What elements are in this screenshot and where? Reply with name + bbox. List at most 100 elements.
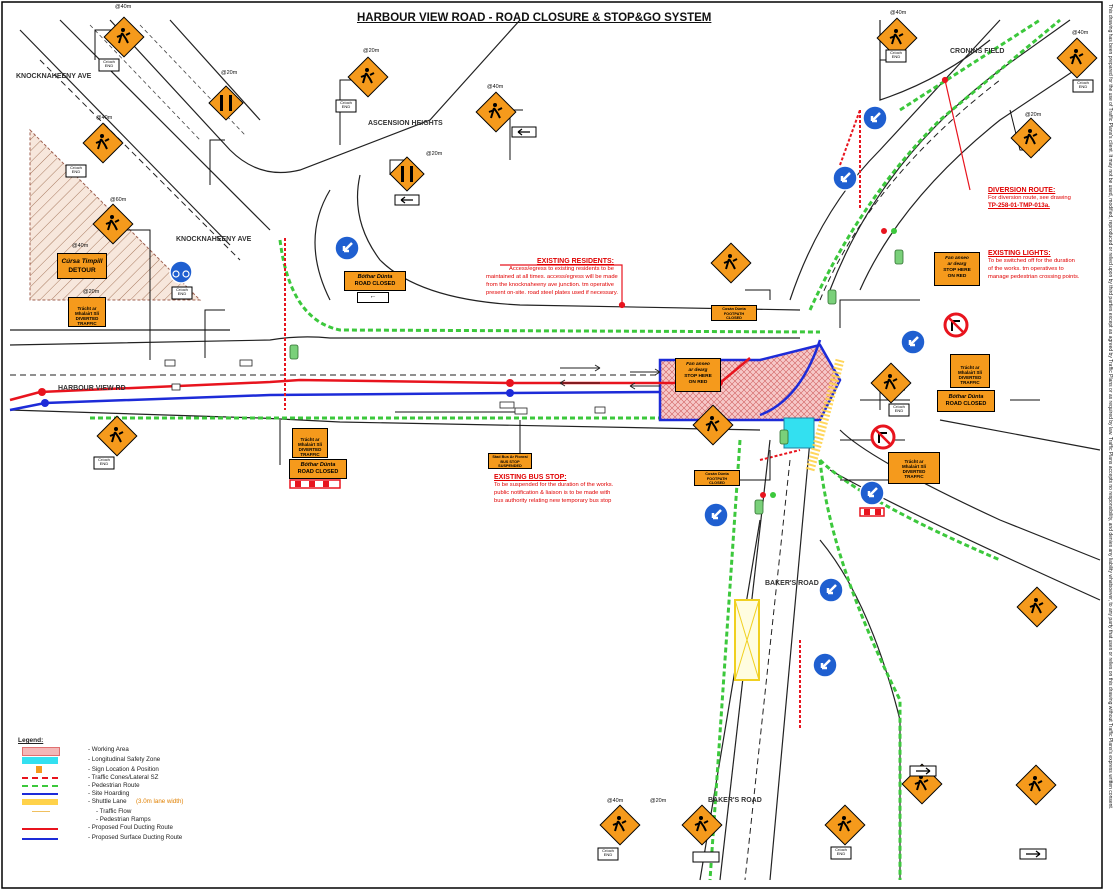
diverted-irish-2: Mhalairt Slí (957, 370, 982, 375)
end-irish: Críoch (893, 404, 905, 409)
longitudinal-safety-zone (783, 417, 815, 449)
road-label-cronins-field: CRONINS FIELD (950, 48, 1005, 55)
fan-irish-2: ar dearg (947, 262, 967, 267)
diverted-irish-1: Trácht ar (300, 437, 320, 442)
lights-line-2: of the works. tm operatives to (988, 266, 1064, 272)
legend-row-shuttle: - Shuttle Lane (3.0m lane width) (18, 798, 248, 808)
legend-row-cones: - Traffic Cones/Lateral SZ (18, 774, 248, 782)
bus-stop-label: BUS STOP (500, 459, 520, 464)
diversion-line-1: For diversion route, see drawing (988, 195, 1071, 201)
legend-title: Legend: (18, 737, 44, 744)
barrier-plates (289, 479, 885, 517)
end-irish: Críoch (340, 100, 352, 105)
end-english: END (177, 291, 187, 296)
road-label-bakers-road-1: BAKER'S ROAD (765, 580, 819, 587)
legend-label: - Traffic Cones/Lateral SZ (88, 774, 159, 781)
road-closed-sign: Bóthar Dúnta ROAD CLOSED (289, 459, 347, 479)
end-english: END (341, 104, 351, 109)
arrow-plate: ← (357, 292, 389, 303)
road-label-ascension-heights: ASCENSION HEIGHTS (368, 120, 443, 127)
existing-residents-line-4: present on-site. road steel plates used … (486, 290, 619, 296)
road-closed-english: ROAD CLOSED (354, 281, 396, 287)
distance-label: @40m (487, 84, 504, 90)
keep-left-sign (858, 479, 886, 507)
distance-label: @40m (115, 4, 132, 10)
legend-swatch-safety (22, 757, 58, 764)
road-closed-english: ROAD CLOSED (297, 469, 339, 475)
road-closed-sign: Bóthar Dúnta ROAD CLOSED (937, 390, 995, 412)
keep-left-sign (702, 501, 730, 529)
legend-label: - Working Area (88, 746, 129, 753)
diverted-traffic-sign: Trácht ar Mhalairt Slí DIVERTED TRAFFIC (888, 452, 940, 484)
footpath-irish: Cosán Dúnta (705, 472, 729, 476)
road-label-knocknaheeny-top: KNOCKNAHEENY AVE (16, 73, 92, 80)
lights-title: EXISTING LIGHTS: (988, 250, 1051, 257)
diverted-label: DIVERTED (958, 375, 982, 380)
diverted-label: DIVERTED (298, 447, 322, 452)
detour-english: DETOUR (68, 267, 96, 274)
traffic-label: TRAFFIC (960, 380, 980, 385)
end-irish: Críoch (176, 287, 188, 292)
diverted-irish-1: Trácht ar (960, 365, 980, 370)
legend-label: - Longitudinal Safety Zone (88, 756, 161, 763)
keep-left-sign (861, 104, 889, 132)
road-label-bakers-road-2: BAKER'S ROAD (708, 797, 762, 804)
footpath-label: FOOTPATH (706, 476, 728, 481)
diverted-traffic-sign: Trácht ar Mhalairt Slí DIVERTED TRAFFIC (950, 354, 990, 388)
stop-here-sign: Fan anseo ar dearg STOP HERE ON RED (934, 252, 980, 286)
legend-row-hoarding: - Site Hoarding (18, 790, 248, 798)
footpath-irish: Cosán Dúnta (722, 307, 746, 311)
diverted-irish-1: Trácht ar (904, 459, 924, 464)
keep-left-sign (811, 651, 839, 679)
stop-here-sign: Fan anseo ar dearg STOP HERE ON RED (675, 358, 721, 392)
distance-label: @40m (607, 798, 624, 804)
keep-left-sign (831, 164, 859, 192)
distance-label: @40m (1072, 30, 1089, 36)
legend-swatch-cones (22, 777, 58, 779)
end-irish: Críoch (103, 59, 115, 64)
end-irish: Críoch (98, 457, 110, 462)
distance-label: @60m (110, 197, 127, 203)
road-closed-irish: Bóthar Dúnta (357, 274, 393, 280)
sign-location-icon (36, 766, 42, 773)
legend-label: - Shuttle Lane (88, 798, 127, 805)
lights-line-3: manage pedestrian crossing points. (988, 274, 1080, 280)
suspended-label: SUSPENDED (498, 464, 522, 468)
legend-row-pedestrian: - Pedestrian Route (18, 782, 248, 790)
traffic-label: TRAFFIC (904, 474, 924, 479)
legend-row-safety-zone: - Longitudinal Safety Zone (18, 756, 248, 766)
existing-residents-note: EXISTING RESIDENTS: Access/egress to exi… (486, 258, 619, 297)
footpath-closed-sign: Cosán Dúnta FOOTPATH CLOSED (694, 470, 740, 486)
end-english: END (836, 851, 846, 856)
bus-stop-irish: Stad Bus Ar Fionraí (492, 455, 528, 459)
end-english: END (104, 63, 114, 68)
diversion-route-note: DIVERSION ROUTE: For diversion route, se… (988, 187, 1071, 210)
end-irish: Críoch (70, 165, 82, 170)
existing-residents-line-3: from the knocknaheeny ave junction. tm o… (486, 282, 614, 288)
distance-label: @20m (650, 798, 667, 804)
legend-swatch-foul (22, 828, 58, 830)
legend-row-working-area: - Working Area (18, 746, 248, 756)
no-right-turn-sign (870, 424, 896, 450)
diverted-label: DIVERTED (902, 469, 926, 474)
bus-stop-suspended-sign: Stad Bus Ar Fionraí BUS STOP SUSPENDED (488, 453, 532, 469)
legend-label: - Proposed Foul Ducting Route (88, 824, 173, 831)
road-closed-english: ROAD CLOSED (945, 401, 987, 407)
lights-line-1: To be switched off for the duration (988, 258, 1075, 264)
drawing-title: HARBOUR VIEW ROAD - ROAD CLOSURE & STOP&… (357, 12, 712, 24)
legend-swatch-flow (32, 811, 50, 812)
road-closed-irish: Bóthar Dúnta (300, 462, 336, 468)
legend-swatch-shuttle (22, 799, 58, 805)
disclaimer-text: This drawing has been prepared for the u… (1107, 4, 1113, 810)
legend-label: - Site Hoarding (88, 790, 130, 797)
end-english: END (603, 852, 613, 857)
end-english: END (71, 169, 81, 174)
cycle-sign (169, 260, 193, 284)
traffic-label: TRAFFIC (77, 321, 97, 326)
